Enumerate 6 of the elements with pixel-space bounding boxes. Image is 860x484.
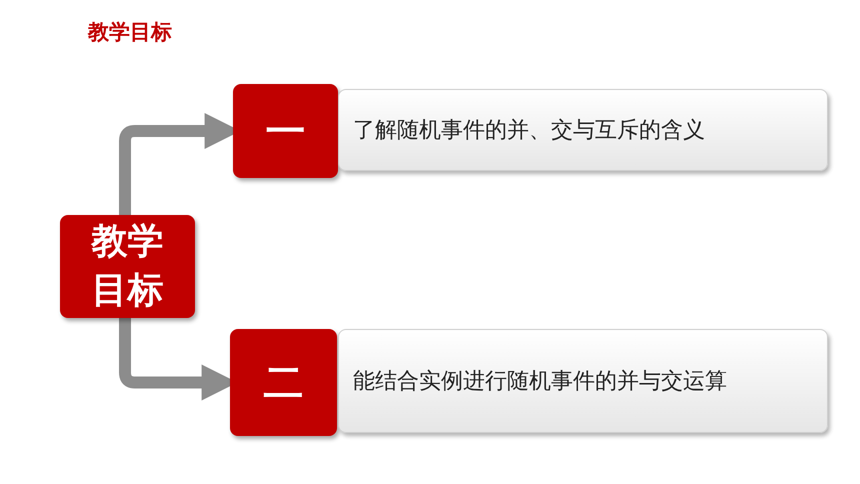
heading: 教学目标	[88, 19, 172, 46]
number-box: 二	[230, 329, 337, 436]
number-box: 一	[233, 84, 338, 178]
center-box: 教学目标	[60, 215, 195, 318]
text-box: 能结合实例进行随机事件的并与交运算	[338, 329, 828, 433]
text-box: 了解随机事件的并、交与互斥的含义	[338, 89, 828, 171]
